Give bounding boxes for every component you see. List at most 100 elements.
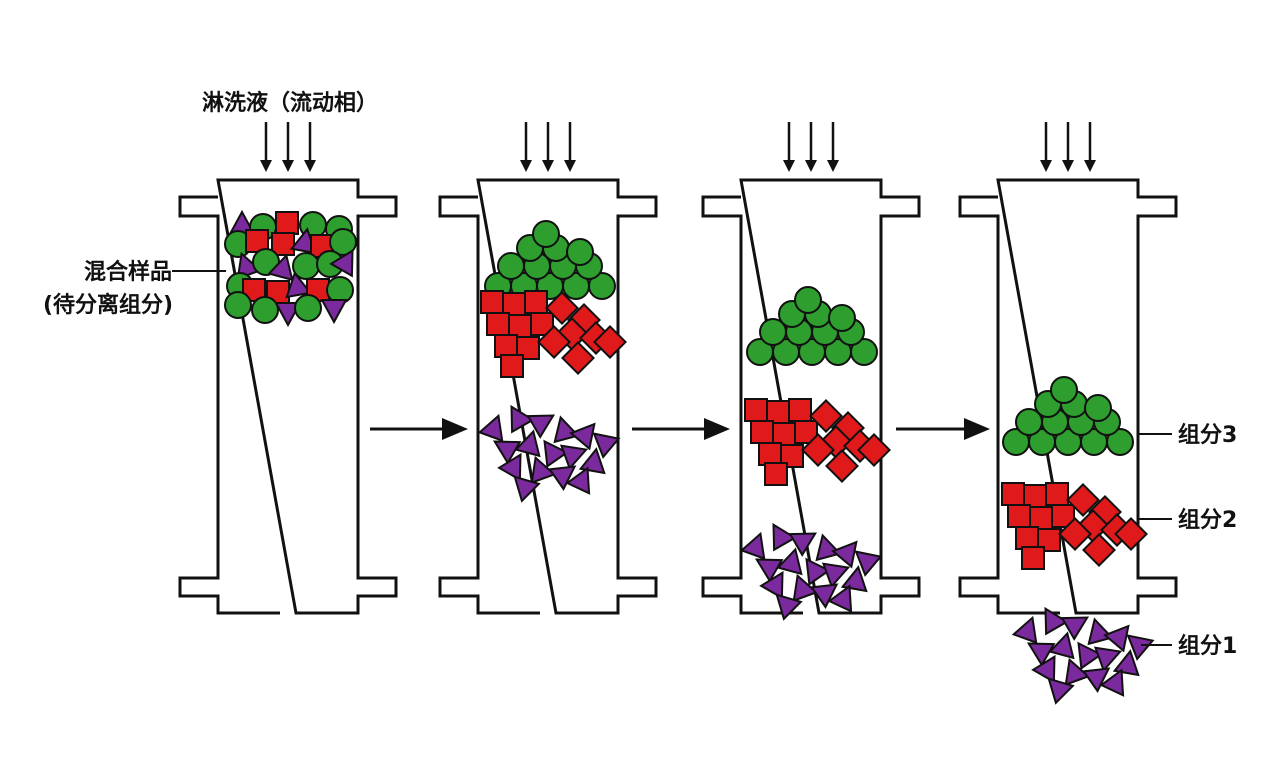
red-particle	[780, 444, 804, 468]
green-particle	[251, 296, 279, 324]
red-particle	[1058, 517, 1092, 551]
purple-particle	[1031, 654, 1056, 684]
green-particle	[329, 228, 357, 256]
stage-arrow	[896, 418, 990, 440]
purple-particle	[1047, 677, 1075, 705]
red-particle	[1045, 482, 1069, 506]
component2-label: 组分2	[1178, 507, 1237, 533]
red-particle	[857, 433, 891, 467]
purple-particle	[565, 466, 591, 495]
eluent-flow-arrowhead	[282, 160, 294, 172]
red-particle	[744, 398, 768, 422]
particles-layer	[224, 209, 1155, 705]
purple-particle	[526, 414, 556, 439]
purple-particle	[497, 452, 522, 482]
red-particle	[1029, 506, 1053, 530]
purple-particle	[815, 533, 842, 562]
column-outline	[178, 178, 398, 615]
purple-particle	[274, 302, 302, 328]
green-particle	[224, 291, 252, 319]
red-particle	[545, 291, 579, 325]
arrows-layer	[370, 418, 990, 440]
purple-particle	[285, 271, 313, 299]
red-particle	[271, 232, 295, 256]
purple-particle	[514, 429, 541, 458]
eluent-flow-arrowhead	[783, 160, 795, 172]
purple-particle	[775, 593, 803, 621]
purple-particle	[831, 540, 858, 569]
purple-particle	[776, 547, 803, 576]
red-particle	[788, 398, 812, 422]
eluent-flow-arrowhead	[520, 160, 532, 172]
purple-particle	[805, 557, 831, 587]
purple-particle	[267, 253, 294, 282]
sample-label-line1: 混合样品	[84, 259, 172, 285]
red-particle	[502, 292, 526, 316]
stage-arrow	[632, 418, 730, 440]
red-particle	[809, 399, 843, 433]
purple-particle	[1064, 657, 1091, 687]
red-particle	[772, 422, 796, 446]
purple-particle	[792, 573, 819, 603]
green-particle	[794, 286, 822, 314]
component3-label: 组分3	[1178, 422, 1237, 448]
purple-particle	[530, 455, 557, 485]
purple-particle	[739, 531, 766, 561]
column-outline	[438, 178, 658, 615]
purple-particle	[821, 562, 851, 589]
purple-particle	[1060, 616, 1090, 641]
purple-particle	[827, 584, 853, 613]
stage-arrow	[370, 418, 468, 440]
green-particle	[850, 338, 878, 366]
column-4	[958, 122, 1178, 615]
component1-label: 组分1	[1178, 633, 1237, 659]
purple-particle	[854, 550, 883, 577]
purple-particle	[759, 570, 784, 600]
eluent-flow-arrowhead	[542, 160, 554, 172]
purple-particle	[329, 248, 354, 278]
green-particle	[1084, 394, 1112, 422]
purple-particle	[553, 415, 580, 444]
eluent-flow-arrowhead	[805, 160, 817, 172]
sample-label-line2: (待分离组分)	[43, 292, 173, 318]
purple-particle	[547, 465, 577, 491]
purple-particle	[840, 565, 868, 593]
purple-particle	[510, 404, 535, 434]
eluent-flow-arrowhead	[1084, 160, 1096, 172]
purple-particle	[754, 558, 784, 583]
eluent-flow-arrowhead	[304, 160, 316, 172]
purple-particle	[1093, 646, 1123, 673]
green-particle	[566, 238, 594, 266]
purple-particle	[513, 475, 541, 503]
green-particle	[294, 294, 322, 322]
column-3	[701, 122, 921, 615]
red-particle	[516, 336, 540, 360]
purple-particle	[1044, 606, 1069, 636]
purple-particle	[1026, 642, 1056, 667]
red-particle	[764, 462, 788, 486]
green-particle	[828, 304, 856, 332]
red-particle	[758, 442, 782, 466]
red-particle	[1082, 533, 1116, 567]
red-particle	[1023, 484, 1047, 508]
green-particle	[588, 272, 616, 300]
red-particle	[750, 420, 774, 444]
column-outline	[701, 178, 921, 615]
purple-particle	[788, 532, 818, 557]
purple-particle	[772, 522, 797, 552]
red-particle	[242, 278, 266, 302]
red-particle	[794, 420, 818, 444]
red-particle	[561, 341, 595, 375]
purple-particle	[1126, 634, 1155, 661]
red-particle	[1066, 483, 1100, 517]
red-particle	[524, 290, 548, 314]
red-particle	[1114, 517, 1148, 551]
red-particle	[766, 400, 790, 424]
eluent-flow-arrowhead	[1040, 160, 1052, 172]
purple-particle	[559, 444, 589, 471]
red-particle	[1037, 528, 1061, 552]
purple-particle	[1087, 617, 1114, 646]
red-particle	[1021, 546, 1045, 570]
green-particle	[1050, 376, 1078, 404]
